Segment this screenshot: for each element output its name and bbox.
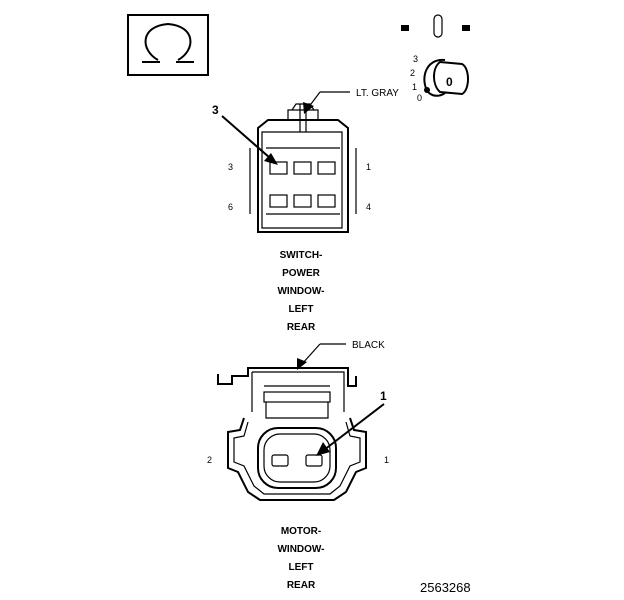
motor-name-line-4: REAR <box>287 580 316 591</box>
motor-name-line-2: WINDOW- <box>277 544 324 555</box>
ignition-key-run-icon: 3 2 1 0 0 <box>401 14 470 103</box>
switch-name-line-2: POWER <box>282 268 321 279</box>
switch-connector: 3 1 6 4 LT. GRAY 3 SWITCH- POWER WINDOW-… <box>212 88 399 333</box>
key-label: 0 <box>446 75 453 89</box>
switch-cavity-3 <box>269 161 288 175</box>
figure-number: 2563268 <box>420 580 471 595</box>
switch-cavity-2 <box>293 161 312 175</box>
switch-cavity-1 <box>317 161 336 175</box>
switch-callout-number: 3 <box>212 103 219 117</box>
ignition-pos-1: 1 <box>412 82 417 92</box>
motor-cavity-2 <box>271 454 289 467</box>
switch-name-line-1: SWITCH- <box>280 250 323 261</box>
switch-pin-label-1: 1 <box>366 162 371 172</box>
switch-name-line-4: LEFT <box>289 304 314 315</box>
switch-cavity-6 <box>269 194 288 208</box>
motor-callout-number: 1 <box>380 389 387 403</box>
ignition-pos-2: 2 <box>410 68 415 78</box>
motor-name-line-1: MOTOR- <box>281 526 321 537</box>
ignition-pos-3: 3 <box>413 54 418 64</box>
switch-name-line-5: REAR <box>287 322 316 333</box>
motor-cavity-1 <box>305 454 323 467</box>
motor-pin-label-2: 2 <box>207 455 212 465</box>
motor-pin-label-1: 1 <box>384 455 389 465</box>
switch-pin-label-3: 3 <box>228 162 233 172</box>
omega-terminal-icon <box>127 14 209 76</box>
motor-name-line-3: LEFT <box>289 562 314 573</box>
switch-cavity-5 <box>293 194 312 208</box>
motor-color-label: BLACK <box>352 340 385 351</box>
motor-connector: 2 1 BLACK 1 MOTOR- WINDOW- LEFT REAR <box>207 340 389 591</box>
switch-color-label: LT. GRAY <box>356 88 399 99</box>
switch-cavity-4 <box>317 194 336 208</box>
switch-name-line-3: WINDOW- <box>277 286 324 297</box>
switch-pin-label-4: 4 <box>366 202 371 212</box>
ignition-pos-0: 0 <box>417 93 422 103</box>
switch-pin-label-6: 6 <box>228 202 233 212</box>
